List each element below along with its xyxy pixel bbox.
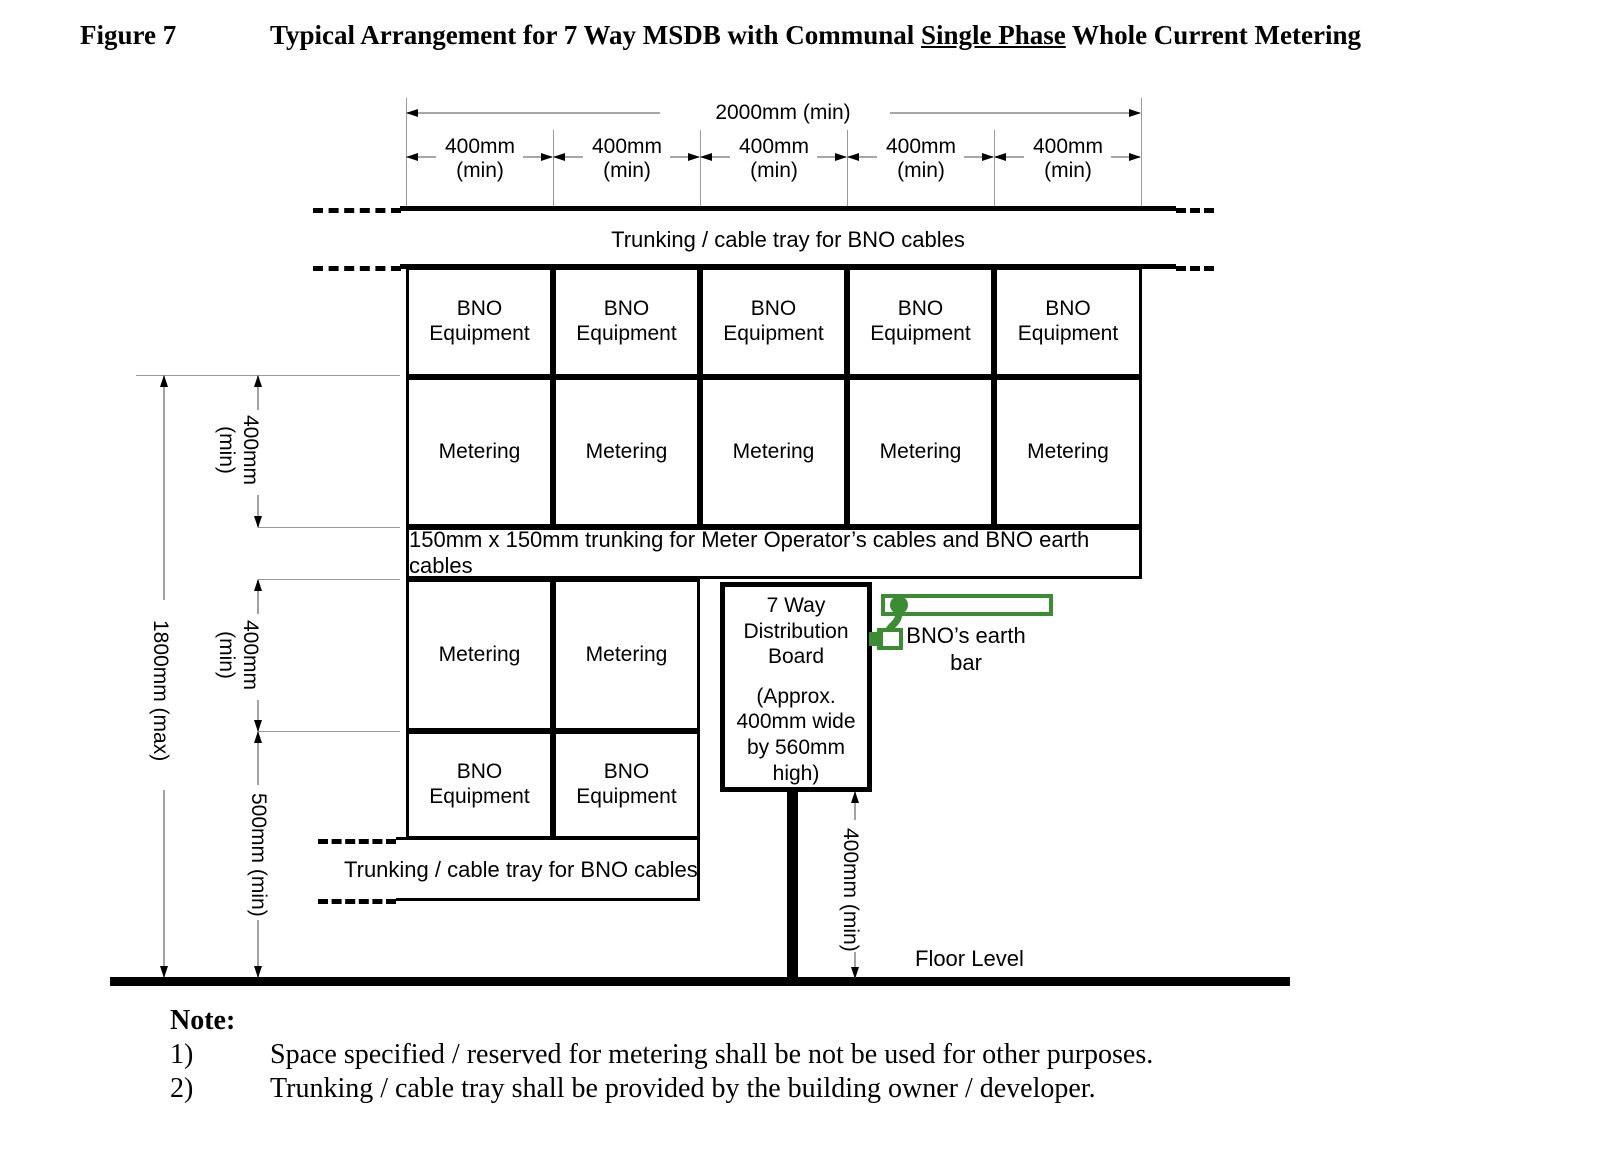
earth-bar-rect	[881, 594, 1053, 616]
trunking-top-dash-right-lower	[1176, 266, 1214, 271]
earth-bar-stud-icon	[890, 596, 908, 614]
cell-bno-equipment-4: BNO Equipment	[994, 267, 1142, 377]
dim-bay-width-label-4: 400mm (min)	[1003, 135, 1133, 184]
trunking-top-dash-left-lower	[313, 266, 401, 271]
notes-heading: Note:	[170, 1005, 236, 1036]
cell-metering-lower-1: Metering	[553, 579, 700, 731]
note-2-number: 2)	[170, 1073, 194, 1104]
trunking-bottom-label: Trunking / cable tray for BNO cables	[344, 857, 698, 882]
title-text-part2: Whole Current Metering	[1065, 20, 1361, 50]
dim-tick-left-mid3	[258, 731, 400, 732]
notes-block: Note: 1) Space specified / reserved for …	[170, 1005, 1153, 1105]
trunking-top-dash-left-upper	[313, 208, 401, 213]
dim-tick-top-5	[1141, 98, 1142, 208]
figure-number: Figure 7	[80, 20, 177, 50]
cell-metering-lower-0: Metering	[406, 579, 553, 731]
earth-terminal-lug-icon	[869, 632, 883, 646]
trunking-middle-band: 150mm x 150mm trunking for Meter Operato…	[406, 527, 1142, 579]
cell-bno-equipment-lower-0: BNO Equipment	[406, 731, 553, 839]
cell-metering-2: Metering	[700, 377, 847, 527]
db-line3: Board	[767, 645, 825, 669]
note-1-text: Space specified / reserved for metering …	[270, 1039, 1154, 1070]
earth-bar-label: BNO’s earth bar	[906, 623, 1026, 675]
cell-metering-4: Metering	[994, 377, 1142, 527]
trunking-bottom-dash-left-upper	[318, 839, 396, 844]
note-item-2: 2) Trunking / cable tray shall be provid…	[170, 1073, 1153, 1105]
page-title: Figure 7 Typical Arrangement for 7 Way MS…	[80, 20, 1560, 51]
trunking-top-line-lower	[400, 264, 1176, 269]
dim-tick-left-mid2	[258, 579, 400, 580]
dim-tick-top-2	[700, 130, 701, 208]
dim-bottom-block-label: 500mm (min)	[247, 793, 270, 917]
db-line6: by 560mm	[746, 736, 846, 760]
dim-lower-block-label: 400mm (min)	[214, 620, 262, 691]
note-1-number: 1)	[170, 1039, 194, 1070]
dim-bay-width-label-3: 400mm (min)	[856, 135, 986, 184]
cell-bno-equipment-0: BNO Equipment	[406, 267, 553, 377]
db-supply-cable	[787, 790, 798, 986]
note-2-text: Trunking / cable tray shall be provided …	[270, 1073, 1096, 1104]
trunking-top-line-upper	[400, 206, 1176, 211]
dim-bay-width-label-1: 400mm (min)	[562, 135, 692, 184]
db-line5: 400mm wide	[736, 710, 856, 734]
trunking-top-label: Trunking / cable tray for BNO cables	[611, 227, 965, 252]
title-emphasis: Single Phase	[921, 20, 1066, 50]
cell-metering-3: Metering	[847, 377, 994, 527]
cell-metering-1: Metering	[553, 377, 700, 527]
db-line4: (Approx.	[756, 684, 836, 708]
distribution-board: 7 Way Distribution Board (Approx. 400mm …	[720, 582, 872, 792]
cell-bno-equipment-2: BNO Equipment	[700, 267, 847, 377]
trunking-bottom-band	[396, 837, 700, 901]
dim-bay-width-label-2: 400mm (min)	[709, 135, 839, 184]
dim-overall-width-label: 2000mm (min)	[660, 101, 906, 126]
floor-level-label: Floor Level	[915, 946, 1024, 971]
db-line7: high)	[772, 761, 820, 785]
db-line1: 7 Way	[766, 594, 826, 617]
cell-bno-equipment-lower-1: BNO Equipment	[553, 731, 700, 839]
dim-tick-top-4	[994, 130, 995, 208]
db-line2: Distribution	[743, 619, 849, 643]
dim-overall-height-label: 1800mm (max)	[149, 620, 172, 762]
cell-metering-0: Metering	[406, 377, 553, 527]
dim-tick-top-0	[406, 98, 407, 208]
trunking-top-dash-right-upper	[1176, 208, 1214, 213]
dim-tick-top-3	[847, 130, 848, 208]
dim-upper-block-label: 400mm (min)	[214, 415, 262, 486]
cell-bno-equipment-3: BNO Equipment	[847, 267, 994, 377]
dim-tick-left-top	[136, 375, 400, 376]
note-item-1: 1) Space specified / reserved for meteri…	[170, 1039, 1153, 1071]
dim-tick-left-mid1	[258, 527, 400, 528]
dim-tick-top-1	[553, 130, 554, 208]
trunking-bottom-dash-left-lower	[318, 899, 396, 904]
dim-bay-width-label-0: 400mm (min)	[415, 135, 545, 184]
dim-db-to-floor-label: 400mm (min)	[839, 828, 862, 952]
cell-bno-equipment-1: BNO Equipment	[553, 267, 700, 377]
floor-line	[110, 977, 1290, 986]
title-text-part1: Typical Arrangement for 7 Way MSDB with …	[270, 20, 922, 50]
